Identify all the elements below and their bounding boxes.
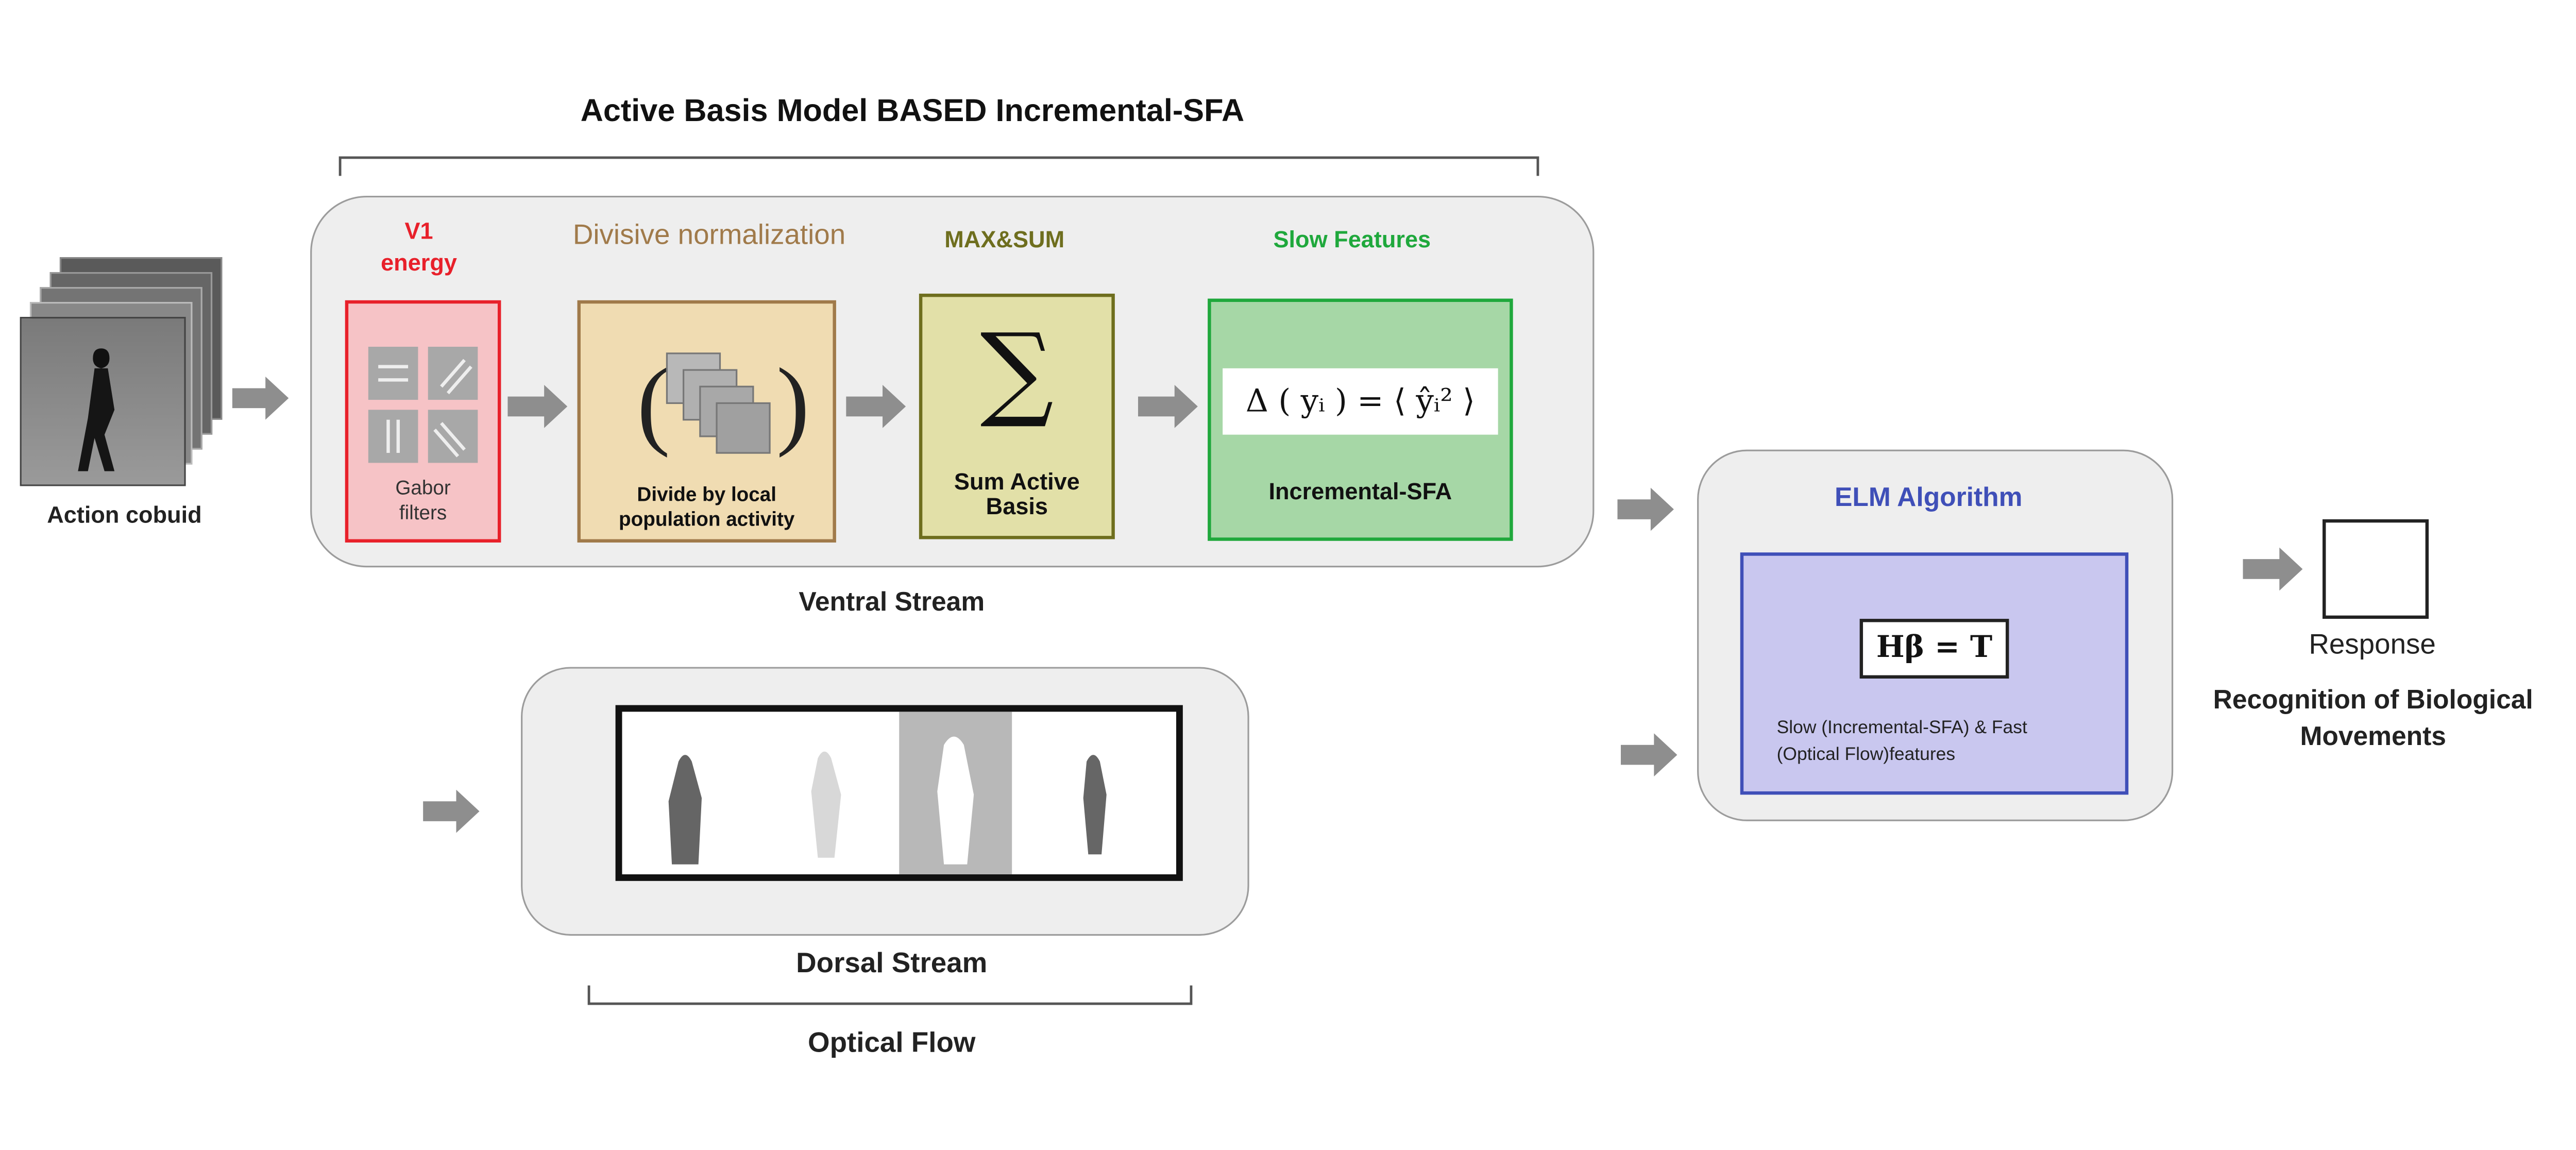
elm-formula: Hβ = T <box>1859 619 2009 679</box>
gabor-patch-4 <box>428 410 478 463</box>
gabor-patch-1 <box>368 346 418 400</box>
dorsal-label: Dorsal Stream <box>796 947 988 979</box>
frame-front <box>20 317 186 486</box>
v1-box-line1: Gabor <box>395 476 451 500</box>
divnorm-box: ( ) Divide by local population activity <box>577 300 836 543</box>
response-box <box>2323 519 2429 619</box>
arrow-divnorm-maxsum <box>846 385 906 428</box>
walking-person-icon <box>78 348 115 471</box>
normalization-icon: ( ) <box>637 348 809 458</box>
top-title: Active Basis Model BASED Incremental-SFA <box>580 94 1245 130</box>
slow-box-label: Incremental-SFA <box>1268 478 1452 504</box>
maxsum-box: ∑ Sum Active Basis <box>919 293 1115 539</box>
v1-title-line1: V1 <box>404 217 433 244</box>
arrow-ventral-elm <box>1617 487 1674 531</box>
arrow-v1-divnorm <box>507 385 568 428</box>
slow-box: Δ ( yᵢ ) = ⟨ ŷᵢ² ⟩ Incremental-SFA <box>1208 298 1513 541</box>
svg-text:(: ( <box>637 348 670 458</box>
slow-title: Slow Features <box>1273 225 1431 252</box>
maxsum-title: MAX&SUM <box>944 225 1065 252</box>
gabor-patch-2 <box>428 346 478 400</box>
slow-formula: Δ ( yᵢ ) = ⟨ ŷᵢ² ⟩ <box>1223 368 1498 435</box>
arrow-input-dorsal <box>423 789 480 833</box>
action-cuboid <box>20 257 228 489</box>
response-title-line1: Recognition of Biological <box>2213 687 2533 715</box>
elm-desc-line2: (Optical Flow)features <box>1776 745 1956 765</box>
v1-title-line2: energy <box>381 249 457 276</box>
response-title-line2: Movements <box>2300 723 2446 752</box>
gabor-patch-3 <box>368 410 418 463</box>
response-label: Response <box>2309 629 2436 661</box>
arrow-elm-response <box>2243 547 2303 591</box>
elm-box: Hβ = T Slow (Incremental-SFA) & Fast (Op… <box>1740 552 2129 795</box>
divnorm-title: Divisive normalization <box>572 219 846 251</box>
elm-title: ELM Algorithm <box>1835 484 2023 513</box>
ventral-label: Ventral Stream <box>799 589 985 617</box>
maxsum-box-line2: Basis <box>986 493 1048 519</box>
arrow-input-ventral <box>232 376 289 420</box>
input-label: Action cobuid <box>47 501 202 528</box>
divnorm-box-line2: population activity <box>619 508 795 531</box>
divnorm-box-line1: Divide by local <box>637 483 777 506</box>
arrow-dorsal-elm <box>1620 733 1677 776</box>
dorsal-sub-label: Optical Flow <box>808 1027 976 1059</box>
optical-flow-strip <box>615 705 1183 881</box>
elm-desc-line1: Slow (Incremental-SFA) & Fast <box>1776 718 2027 738</box>
svg-text:): ) <box>776 348 809 458</box>
v1-box-line2: filters <box>399 501 447 525</box>
sigma-icon: ∑ <box>980 310 1054 432</box>
maxsum-box-line1: Sum Active <box>954 468 1080 495</box>
arrow-maxsum-slow <box>1138 385 1198 428</box>
optical-flow-frames <box>668 712 1107 874</box>
v1-box: Gabor filters <box>345 300 501 543</box>
